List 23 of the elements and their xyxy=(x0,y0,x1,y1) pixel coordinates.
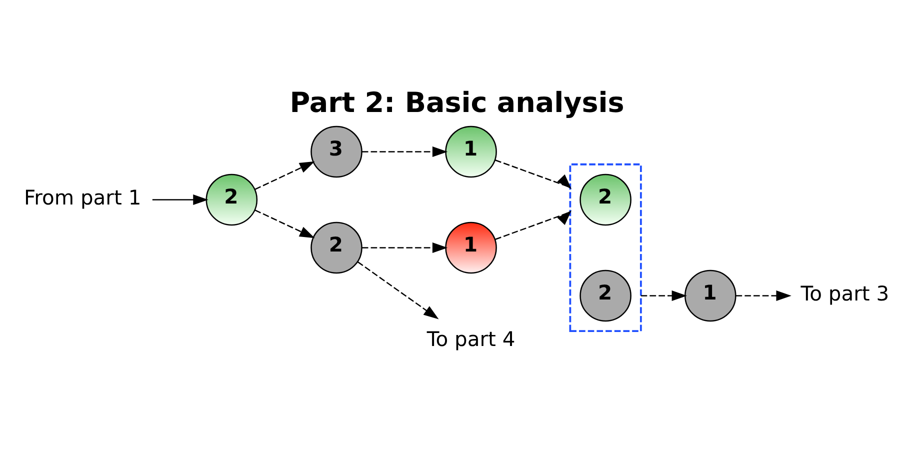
arrow xyxy=(254,210,315,238)
arrow xyxy=(495,210,572,240)
node-circle: 3 xyxy=(310,126,362,178)
cluster xyxy=(569,163,642,332)
arrow xyxy=(254,161,315,190)
node-circle: 2 xyxy=(580,174,632,226)
arrow xyxy=(640,290,687,302)
arrow xyxy=(357,261,439,320)
node-circle: 2 xyxy=(310,222,362,274)
arrow xyxy=(736,290,792,302)
node-circle: 2 xyxy=(580,270,632,322)
node-circle: 1 xyxy=(684,270,736,322)
node-circle: 1 xyxy=(445,126,497,178)
arrow xyxy=(362,146,448,158)
diagram-title: Part 2: Basic analysis xyxy=(290,86,624,120)
arrow xyxy=(495,160,572,190)
node-circle: 1 xyxy=(445,222,497,274)
node-text: To part 3 xyxy=(800,282,890,306)
node-circle: 2 xyxy=(206,174,258,226)
arrow xyxy=(152,194,208,206)
node-text: From part 1 xyxy=(24,186,142,210)
arrow xyxy=(362,242,448,254)
node-text: To part 4 xyxy=(426,327,516,352)
